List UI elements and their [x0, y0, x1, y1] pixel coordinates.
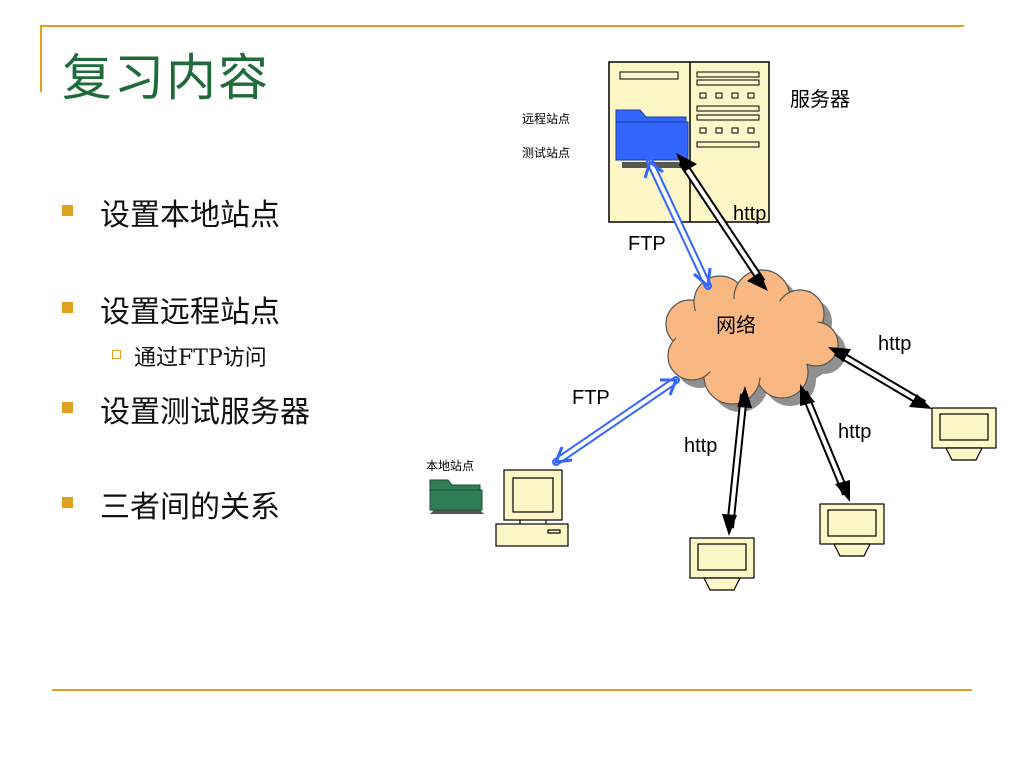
bullet-text: 设置远程站点: [100, 295, 280, 330]
bullet-text: 三者间的关系: [100, 490, 280, 525]
ftp-label-local: FTP: [572, 387, 610, 409]
local-computer-icon: [495, 469, 569, 547]
bullet-square-icon: [62, 402, 73, 413]
test-site-label: 测试站点: [522, 145, 570, 160]
ftp-arrow-server: [643, 158, 712, 290]
http-label-mid: http: [838, 421, 871, 443]
top-rule: [40, 25, 964, 27]
left-rule: [40, 25, 42, 92]
http-arrow-right: [828, 347, 932, 409]
http-arrow-mid: [800, 384, 850, 502]
slide-title: 复习内容: [62, 49, 270, 107]
remote-site-label: 远程站点: [522, 111, 570, 126]
server-icon: [608, 61, 770, 223]
client-terminal-bottom: [689, 537, 755, 591]
http-arrow-bottom: [722, 386, 752, 536]
http-arrow-server: [676, 153, 768, 291]
sub-bullet-text: 通过FTP访问: [134, 346, 267, 371]
ftp-label-top: FTP: [628, 233, 666, 255]
cloud-body: [676, 298, 824, 378]
bottom-rule: [52, 689, 972, 691]
ftp-arrow-local: [552, 376, 680, 466]
green-folder-icon: [429, 479, 484, 514]
bullet-square-icon: [62, 205, 73, 216]
http-label-right: http: [878, 333, 911, 355]
sub-bullet-square-icon: [112, 350, 121, 359]
bullet-square-icon: [62, 497, 73, 508]
bullet-square-icon: [62, 302, 73, 313]
http-label-server: http: [733, 203, 766, 225]
http-label-bottom: http: [684, 435, 717, 457]
client-terminal-right: [931, 407, 997, 461]
network-label: 网络: [716, 313, 756, 337]
local-site-label: 本地站点: [426, 459, 474, 473]
server-label: 服务器: [790, 87, 850, 111]
bullet-text: 设置本地站点: [100, 198, 280, 233]
client-terminal-mid: [819, 503, 885, 557]
bullet-text: 设置测试服务器: [100, 395, 310, 430]
